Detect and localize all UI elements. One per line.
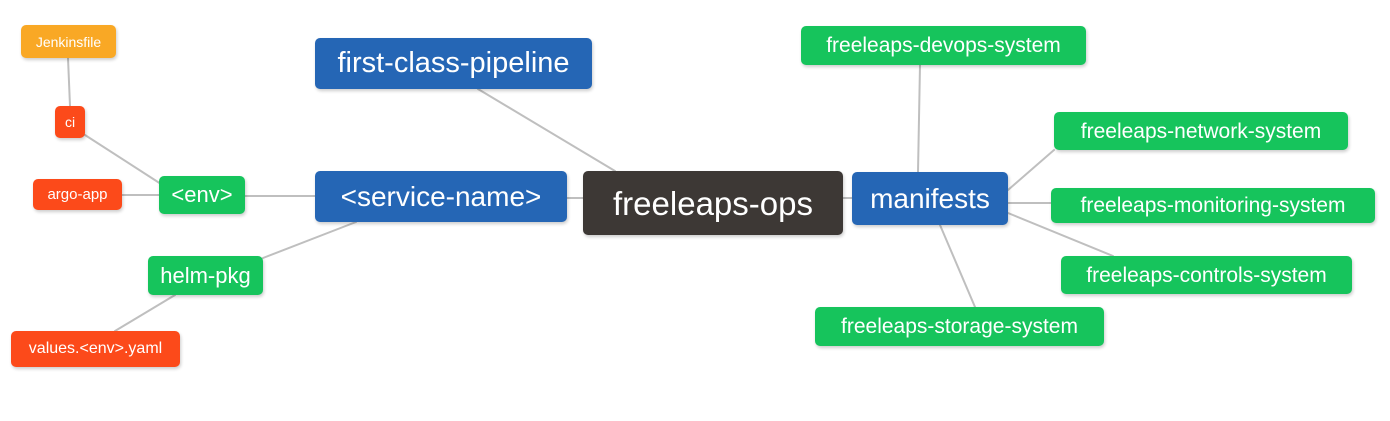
mindmap-node-freeleaps-monitoring-system[interactable]: freeleaps-monitoring-system [1051, 188, 1375, 223]
node-label-service-name: <service-name> [340, 180, 542, 212]
mindmap-node-freeleaps-network-system[interactable]: freeleaps-network-system [1054, 112, 1348, 150]
node-label-env: <env> [171, 182, 233, 207]
node-label-manifests: manifests [870, 182, 990, 214]
mindmap-node-freeleaps-devops-system[interactable]: freeleaps-devops-system [801, 26, 1086, 65]
mindmap-node-jenkinsfile[interactable]: Jenkinsfile [21, 25, 116, 58]
edge-jenkinsfile-to-ci [67, 57, 71, 107]
mindmap-node-service-name[interactable]: <service-name> [315, 171, 567, 222]
node-label-freeleaps-ops: freeleaps-ops [613, 184, 813, 222]
node-label-values-yaml: values.<env>.yaml [28, 340, 163, 357]
mindmap-node-argo-app[interactable]: argo-app [33, 179, 122, 210]
node-label-first-class-pipeline: first-class-pipeline [337, 47, 570, 79]
edge-ci-to-env [84, 134, 162, 185]
node-label-freeleaps-monitoring-system: freeleaps-monitoring-system [1080, 194, 1346, 217]
mindmap-node-first-class-pipeline[interactable]: first-class-pipeline [315, 38, 592, 89]
edge-values-yaml-to-helm-pkg [114, 294, 176, 332]
node-label-argo-app: argo-app [47, 186, 108, 203]
node-label-jenkinsfile: Jenkinsfile [35, 33, 102, 50]
node-label-freeleaps-storage-system: freeleaps-storage-system [841, 315, 1078, 338]
mindmap-node-ci[interactable]: ci [55, 106, 85, 138]
mindmap-node-freeleaps-controls-system[interactable]: freeleaps-controls-system [1061, 256, 1352, 294]
mindmap-node-freeleaps-ops[interactable]: freeleaps-ops [583, 171, 843, 235]
node-label-ci: ci [64, 114, 76, 130]
node-label-helm-pkg: helm-pkg [160, 262, 251, 288]
mindmap-node-freeleaps-storage-system[interactable]: freeleaps-storage-system [815, 307, 1104, 346]
node-label-freeleaps-devops-system: freeleaps-devops-system [826, 34, 1061, 57]
node-label-freeleaps-network-system: freeleaps-network-system [1080, 119, 1322, 143]
edge-manifests-to-freeleaps-storage-system [939, 224, 976, 308]
node-label-freeleaps-controls-system: freeleaps-controls-system [1086, 263, 1327, 287]
mindmap-node-manifests[interactable]: manifests [852, 172, 1008, 225]
edge-manifests-to-freeleaps-devops-system [917, 64, 921, 173]
edge-manifests-to-freeleaps-network-system [1007, 149, 1055, 191]
edge-helm-pkg-to-service-name [262, 221, 357, 259]
edge-first-class-pipeline-to-freeleaps-ops [477, 88, 616, 172]
mindmap-node-helm-pkg[interactable]: helm-pkg [148, 256, 263, 295]
mindmap-node-values-yaml[interactable]: values.<env>.yaml [11, 331, 180, 367]
mindmap-node-env[interactable]: <env> [159, 176, 245, 214]
